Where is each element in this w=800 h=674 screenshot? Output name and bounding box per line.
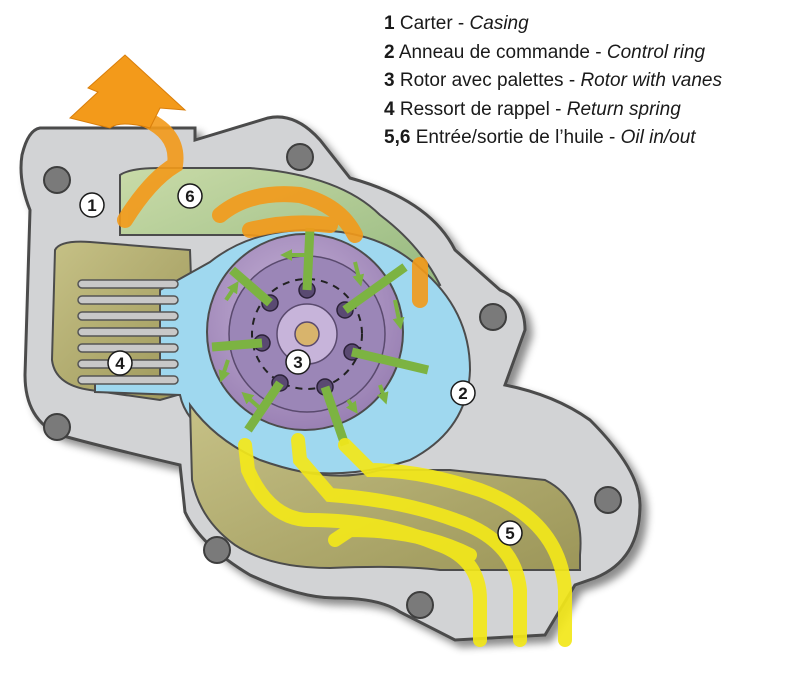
oil-out-arrow (117, 107, 184, 228)
vane (302, 227, 315, 291)
legend-item-oil-in-out: 5,6 Entrée/sortie de l’huile - Oil in/ou… (384, 124, 794, 153)
legend-item-rotor: 3 Rotor avec palettes - Rotor with vanes (384, 67, 794, 96)
legend-number: 4 (384, 98, 395, 120)
vane-flow-arrows (218, 249, 405, 414)
legend-french: Ressort de rappel (399, 98, 550, 120)
legend-separator: - (603, 127, 621, 148)
svg-text:1: 1 (87, 196, 96, 215)
legend-french: Entrée/sortie de l’huile (415, 127, 604, 148)
oil-in-arrow (291, 433, 527, 647)
callout-2: 2 (450, 380, 476, 406)
svg-text:6: 6 (185, 187, 194, 206)
bolt-hole (203, 536, 231, 564)
legend-number: 1 (384, 13, 395, 34)
vane (320, 385, 350, 447)
vanes (211, 227, 430, 447)
bolt-hole (479, 303, 507, 331)
legend-item-return-spring: 4 Ressort de rappel - Return spring (384, 96, 794, 125)
vane (350, 347, 430, 375)
legend-english: Rotor with vanes (580, 70, 722, 91)
oil-out-flow (117, 107, 428, 308)
legend-item-control-ring: 2 Anneau de commande - Control ring (384, 39, 794, 68)
rotor-shaft-bore (294, 321, 320, 347)
svg-text:2: 2 (458, 384, 467, 403)
legend-english: Control ring (606, 41, 706, 63)
legend-separator: - (590, 41, 607, 63)
legend-english: Return spring (566, 98, 681, 120)
bolt-hole (406, 591, 434, 619)
bolt-holes (43, 143, 622, 619)
callout-3: 3 (285, 349, 311, 375)
legend-french: Anneau de commande (398, 41, 590, 63)
vane (211, 338, 263, 352)
oil-in-arrow (328, 522, 477, 562)
legend-separator: - (563, 70, 581, 91)
bolt-hole (43, 166, 71, 194)
rotor-dashed-track (251, 278, 363, 390)
return-spring (77, 279, 179, 385)
legend-english: Casing (469, 13, 529, 34)
oil-in-flow (238, 433, 572, 647)
callout-1: 1 (79, 192, 105, 218)
svg-text:4: 4 (115, 354, 125, 373)
vane (342, 263, 408, 314)
oil-out-main-arrow (68, 54, 187, 129)
legend-separator: - (549, 98, 567, 120)
callout-5: 5 (497, 520, 523, 546)
bolt-hole (43, 413, 71, 441)
bolt-hole (594, 486, 622, 514)
svg-text:5: 5 (505, 524, 514, 543)
legend-number: 3 (384, 70, 395, 91)
legend: 1 Carter - Casing 2 Anneau de commande -… (384, 10, 794, 153)
svg-text:3: 3 (293, 353, 302, 372)
vane (229, 266, 273, 307)
legend-number: 5,6 (384, 127, 411, 148)
legend-french: Carter (399, 13, 453, 34)
legend-separator: - (452, 13, 470, 34)
vane (244, 380, 284, 433)
legend-number: 2 (384, 41, 395, 63)
legend-item-casing: 1 Carter - Casing (384, 10, 794, 39)
legend-english: Oil in/out (620, 127, 696, 148)
oil-out-arrow (212, 186, 363, 243)
bolt-hole (286, 143, 314, 171)
legend-french: Rotor avec palettes (399, 70, 564, 91)
callout-4: 4 (107, 350, 133, 376)
callout-6: 6 (177, 183, 203, 209)
oil-in-arrow (338, 438, 572, 647)
oil-out-arrow (242, 215, 338, 238)
